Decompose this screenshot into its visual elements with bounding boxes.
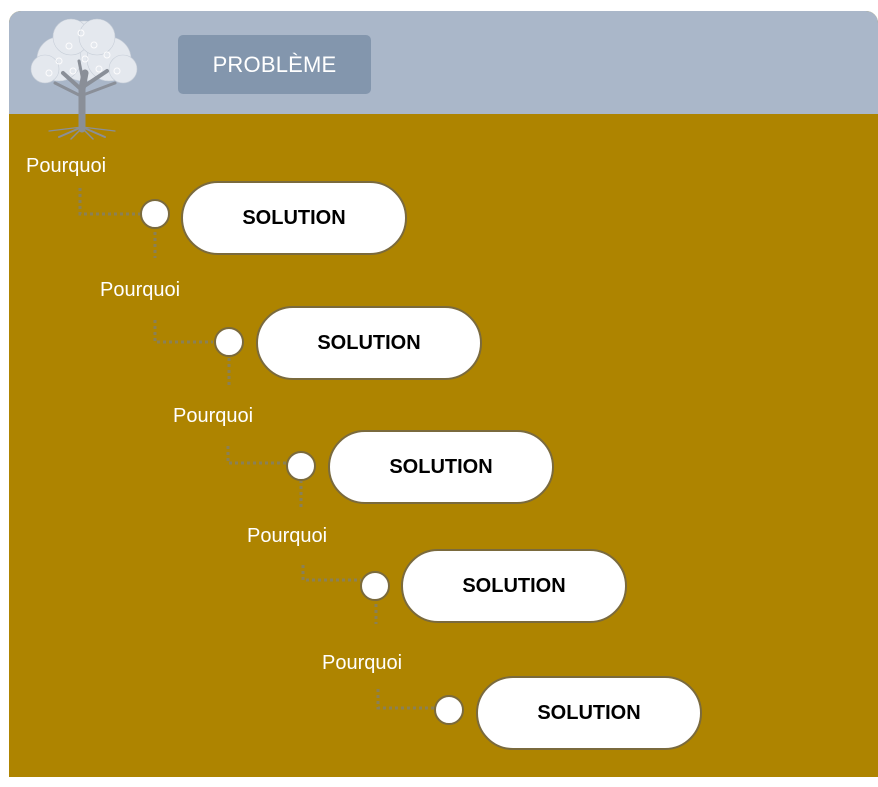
solution-pill-3: SOLUTION [328, 430, 554, 504]
solution-pill-1: SOLUTION [181, 181, 407, 255]
node-dot-5 [434, 695, 464, 725]
why-label-5: Pourquoi [322, 652, 403, 674]
solution-pill-2: SOLUTION [256, 306, 482, 380]
problem-box: PROBLÈME [178, 35, 371, 94]
why-label-1: Pourquoi [26, 155, 107, 177]
node-dot-1 [140, 199, 170, 229]
tree-icon [30, 18, 138, 140]
solution-pill-5: SOLUTION [476, 676, 702, 750]
diagram-canvas: PROBLÈME Pourquoi SOLUTION Pourquoi SOLU… [9, 11, 878, 777]
node-dot-2 [214, 327, 244, 357]
why-label-2: Pourquoi [100, 279, 181, 301]
solution-pill-4: SOLUTION [401, 549, 627, 623]
node-dot-3 [286, 451, 316, 481]
why-label-4: Pourquoi [247, 525, 328, 547]
header-band [9, 11, 878, 114]
why-label-3: Pourquoi [173, 405, 254, 427]
node-dot-4 [360, 571, 390, 601]
connector-lines [78, 188, 435, 710]
